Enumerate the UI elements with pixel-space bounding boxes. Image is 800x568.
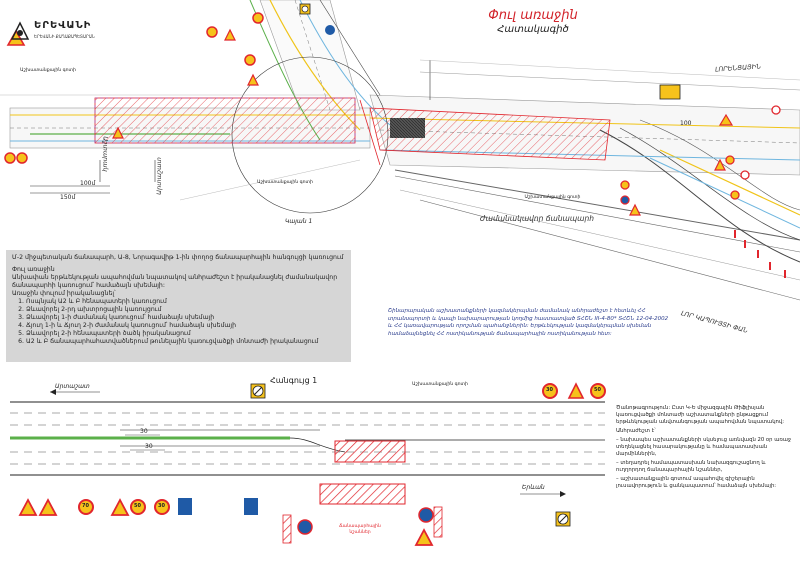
callout-mid: Աշխատանքային գոտի [257, 180, 313, 185]
lower-direction-left: Արտաշատ [55, 383, 90, 390]
logo-icon [10, 21, 30, 40]
project-note: Մ-2 միջպետական ճանապարհ, Ա-8, Նորագավիթ … [6, 250, 351, 362]
callout-right: Աշխատանքային գոտի [524, 195, 581, 200]
lower-dim-30b: 30 [145, 443, 153, 450]
page-title: Փուլ առաջին [488, 8, 578, 23]
speed-sign-30b: 30 [158, 503, 165, 509]
legend-notes: Ծանոթագրություն: Ըստ Կ-Ե միջազգային Թիֆլ… [616, 405, 794, 492]
dimension-150: 150մ [60, 194, 76, 201]
note-heading: Մ-2 միջպետական ճանապարհ, Ա-8, Նորագավիթ … [12, 254, 344, 261]
speed-sign-50: 50 [594, 387, 601, 393]
note-tasks-heading: Առաջին փուլում իրականացնել՝ [12, 290, 116, 297]
legend-p2: Անհրաժեշտ է՝ [616, 428, 656, 434]
regulation-note: Շինարարական աշխատանքների կազմակերպման ժա… [388, 308, 669, 337]
lower-callout: Աշխատանքային գոտի [412, 382, 468, 387]
section-title: Հանգույց 1 [270, 376, 318, 385]
upper-work-zones [94, 97, 611, 166]
direction-up-label: Արտաշատ [154, 157, 163, 195]
brand-name-text: ԵՐԵՎԱՆԻ [34, 20, 92, 31]
legend-p1: Ծանոթագրություն: Ըստ Կ-Ե միջազգային Թիֆլ… [616, 405, 785, 425]
upper-road-signs [4, 3, 786, 278]
speed-sign-50b: 50 [134, 503, 141, 509]
note-task-list: Ոսպնյակ Ա2 և Բ հենապատերի կառուցում Ձևավ… [12, 298, 345, 346]
brand-name: ԵՐԵՎԱՆԻ ԵՐԵՎԱՆԻ ՔԱՂԱՔԱՊԵՏԱՐԱՆ [34, 20, 95, 42]
brand-logo: ԵՐԵՎԱՆԻ ԵՐԵՎԱՆԻ ՔԱՂԱՔԱՊԵՏԱՐԱՆ [10, 20, 95, 42]
note-task: Ձևավորել 2-րդ ախտրոցային կառույցում [26, 306, 345, 314]
note-task: Ա2 և Բ ճանապարհահատվածներում թունելային … [26, 338, 345, 346]
legend-p3: – նախապես աշխատանքների սկսելուց առնվազն … [616, 437, 791, 457]
lower-road-section [10, 389, 605, 497]
note-task: Ձևավորել 2-ի հենապատերի ծածկ իրականացում [26, 330, 345, 338]
dimension-100b: 100 [680, 120, 692, 127]
lower-direction-right: Երևան [522, 484, 545, 491]
note-task: Ձևավորել 1-ի ժամանակ կառուցում՝ համաձայն… [26, 314, 345, 322]
speed-sign-30: 30 [546, 387, 553, 393]
legend-p5: – աշխատանքային գոտում ապահովել գիշերային… [616, 476, 777, 489]
lower-work-zones [319, 440, 406, 505]
brand-tagline: ԵՐԵՎԱՆԻ ՔԱՂԱՔԱՊԵՏԱՐԱՆ [34, 34, 95, 39]
direction-left-label: Աշտարակ [101, 136, 110, 172]
callout-left: Աշխատանքային գոտի [20, 68, 76, 73]
station-label: Կայան 1 [285, 218, 313, 225]
legend-p4: – տեղադրել համապատասխան նախազգուշացնող և… [616, 460, 766, 473]
lower-dim-30a: 30 [140, 428, 148, 435]
note-intro: Անխափան երթևեկության ապահովման նպատակով … [12, 274, 338, 289]
note-task: Ճյուղ 1-ի և Ճյուղ 2-ի ժամանակ կառուցում՝… [26, 322, 345, 330]
road-label-main: Ժամանակավոր ճանապարհ [480, 214, 594, 223]
lower-callout-2: Ճանապարհային նշաններ [339, 524, 381, 535]
speed-sign-70: 70 [82, 503, 89, 509]
note-phase: Փուլ առաջին [12, 266, 55, 273]
note-task: Ոսպնյակ Ա2 և Բ հենապատերի կառուցում [26, 298, 345, 306]
page-subtitle: Հատակագիծ [497, 24, 569, 35]
dimension-100: 100մ [80, 180, 96, 187]
lower-road-signs [18, 382, 606, 546]
